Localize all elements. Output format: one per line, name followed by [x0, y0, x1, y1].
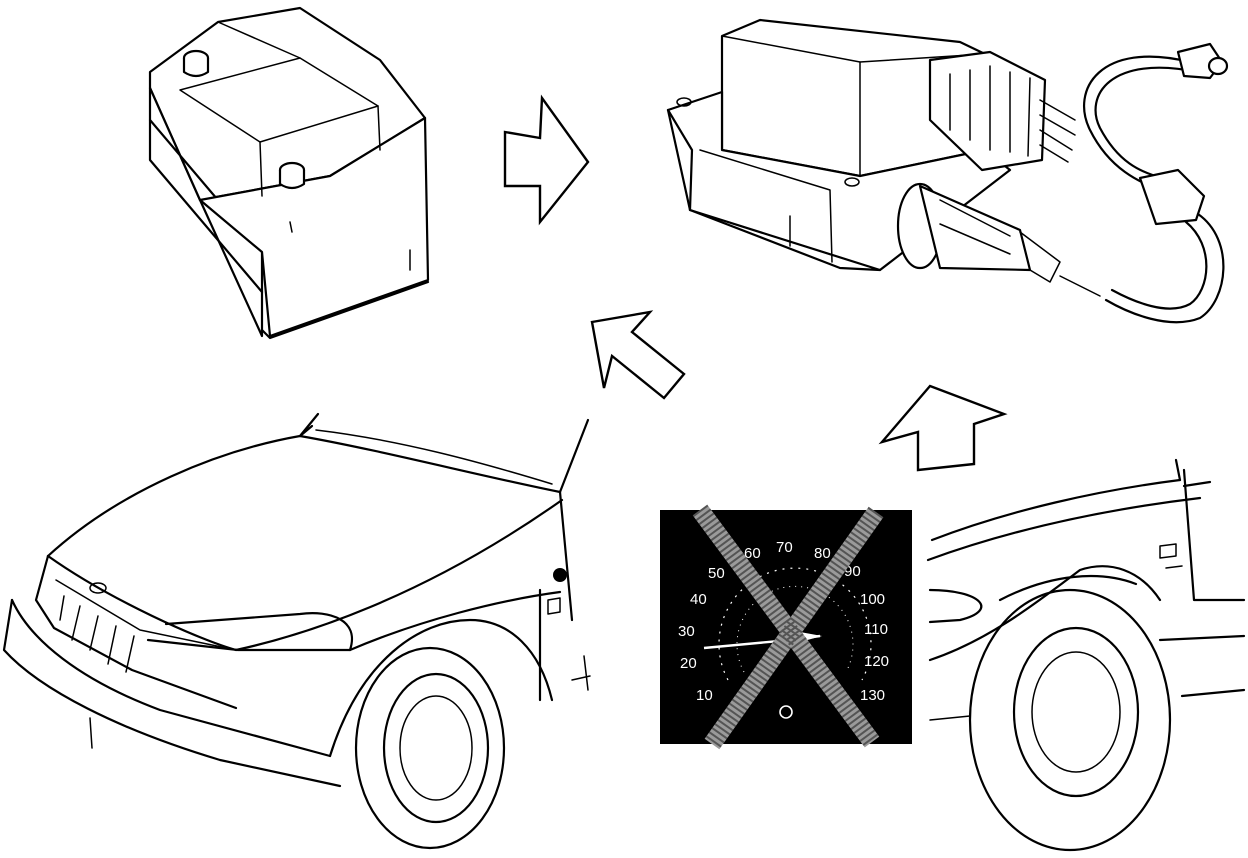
dial-number: 110 [864, 621, 888, 638]
dial-number: 120 [864, 653, 889, 670]
dial-number: 50 [708, 565, 725, 582]
dial-number: 10 [696, 687, 713, 704]
car-front-icon [2, 412, 591, 850]
arrow-down-left-icon [590, 310, 686, 400]
speedometer-icon: 10 20 30 40 50 60 70 80 90 100 110 120 1… [660, 504, 912, 750]
dial-number: 40 [690, 591, 707, 608]
cross-out-icon [692, 504, 884, 750]
dial-number: 130 [860, 687, 885, 704]
dial-number: 60 [744, 545, 761, 562]
car-side-icon [926, 458, 1246, 852]
cable-connector-icon [1059, 42, 1229, 324]
dial-number: 20 [680, 655, 697, 672]
dial-number: 70 [776, 539, 793, 556]
dial-number: 90 [844, 563, 861, 580]
dial-number: 30 [678, 623, 695, 640]
dial-number: 100 [860, 591, 885, 608]
control-module-icon [666, 18, 1076, 283]
arrow-right-icon [503, 94, 590, 226]
battery-icon [148, 6, 430, 340]
dial-number: 80 [814, 545, 831, 562]
arrow-up-right-icon [878, 384, 1008, 472]
